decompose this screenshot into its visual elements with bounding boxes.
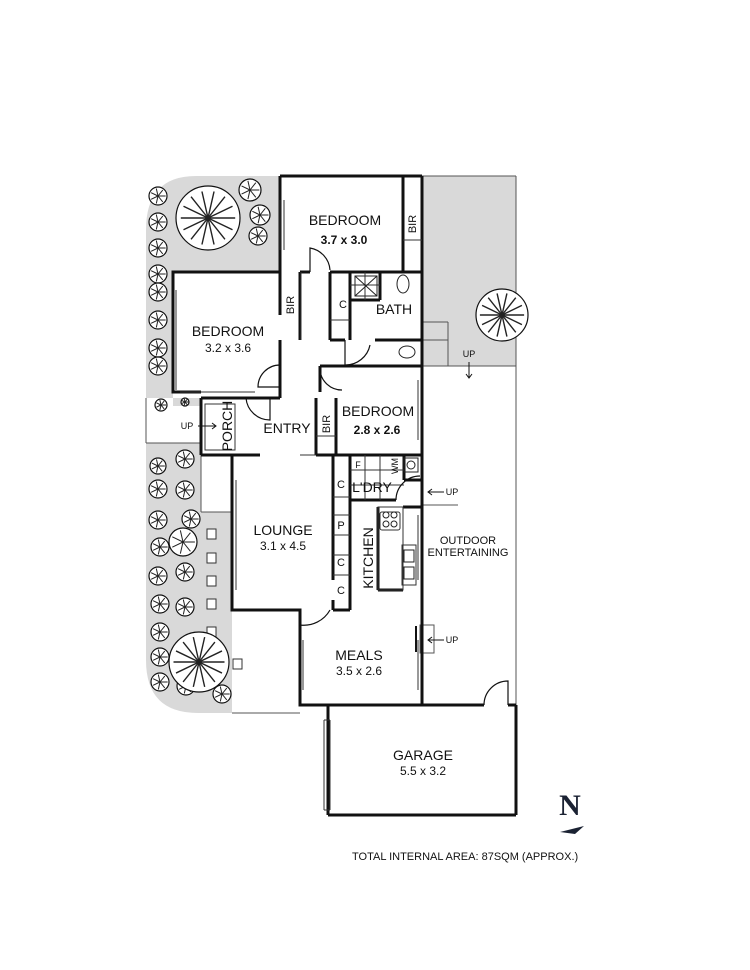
meals-label: MEALS <box>335 647 382 663</box>
shrub-icon <box>175 449 195 469</box>
tree-icon <box>175 185 241 251</box>
shrub-icon <box>149 457 167 475</box>
bedroom-north-dims: 3.7 x 3.0 <box>321 233 368 247</box>
fixtures <box>354 274 419 580</box>
shrub-icon <box>148 479 168 499</box>
paving-stones <box>206 528 243 670</box>
shrub-icon <box>249 204 271 226</box>
cupboard-label-bath: C <box>339 299 347 311</box>
cupboard-label-3: C <box>337 585 345 597</box>
shrub-icon <box>150 622 170 642</box>
tree-icon <box>475 288 529 342</box>
shrub-icon <box>180 397 190 407</box>
north-letter: N <box>559 789 581 822</box>
total-area-label: TOTAL INTERNAL AREA: 87SQM (APPROX.) <box>352 851 578 863</box>
garage-dims: 5.5 x 3.2 <box>400 764 446 778</box>
shrub-icon <box>148 356 168 376</box>
shrub-icon <box>175 597 195 617</box>
up-label-meals: UP <box>446 635 459 645</box>
detail-lines <box>175 200 422 811</box>
laundry-label: L'DRY <box>352 479 392 495</box>
lounge-label: LOUNGE <box>253 522 312 538</box>
bir-label-center: BIR <box>321 415 333 433</box>
site-outlines <box>145 175 517 714</box>
bath-label: BATH <box>376 301 412 317</box>
shrub-icon <box>148 212 168 232</box>
garage-label: GARAGE <box>393 747 453 763</box>
entry-label: ENTRY <box>263 420 311 436</box>
outdoor-label-line1: OUTDOOR <box>440 535 496 547</box>
shrub-icon <box>154 398 168 412</box>
north-arrow-icon <box>560 826 584 834</box>
up-label-porch: UP <box>181 421 194 431</box>
shrub-icon <box>148 338 168 358</box>
shrub-icon <box>150 647 170 667</box>
up-label-garden: UP <box>463 349 476 359</box>
shrub-icon <box>150 537 170 557</box>
shrub-icon <box>148 510 168 530</box>
bedroom-west-dims: 3.2 x 3.6 <box>205 341 251 355</box>
washing-machine-label: WM <box>390 458 400 474</box>
cupboard-label-1: C <box>337 479 345 491</box>
shrub-icon <box>238 178 262 202</box>
bedroom-north-label: BEDROOM <box>309 212 381 228</box>
door-swings <box>245 247 509 706</box>
shrub-icon <box>212 684 232 704</box>
bir-label-north: BIR <box>407 215 419 233</box>
shrub-icon <box>148 282 168 302</box>
shrub-icon <box>148 186 168 206</box>
pantry-label: P <box>337 520 344 532</box>
shrub-icon <box>148 238 168 258</box>
shrub-icon <box>148 310 168 330</box>
fridge-label: F <box>355 460 361 470</box>
lounge-dims: 3.1 x 4.5 <box>260 539 306 553</box>
shrub-icon <box>175 480 195 500</box>
meals-dims: 3.5 x 2.6 <box>336 664 382 678</box>
bedroom-west-label: BEDROOM <box>192 323 264 339</box>
trees <box>148 178 529 704</box>
shrub-icon <box>150 594 170 614</box>
shrub-icon <box>248 226 268 246</box>
cupboard-label-2: C <box>337 557 345 569</box>
tree-icon <box>168 527 198 557</box>
bir-label-west: BIR <box>285 296 297 314</box>
shrub-icon <box>148 566 168 586</box>
shrub-icon <box>181 509 201 529</box>
bedroom-center-dims: 2.8 x 2.6 <box>354 423 401 437</box>
up-arrows <box>198 362 473 644</box>
outdoor-label-line2: ENTERTAINING <box>428 547 509 559</box>
shrub-icon <box>150 672 170 692</box>
kitchen-label: KITCHEN <box>360 527 376 588</box>
north-compass: N <box>559 789 584 834</box>
tree-icon <box>168 631 230 693</box>
up-label-laundry: UP <box>446 487 459 497</box>
porch-label: PORCH <box>219 401 235 452</box>
shrub-icon <box>175 562 195 582</box>
bedroom-center-label: BEDROOM <box>342 403 414 419</box>
shrub-icon <box>148 264 168 284</box>
